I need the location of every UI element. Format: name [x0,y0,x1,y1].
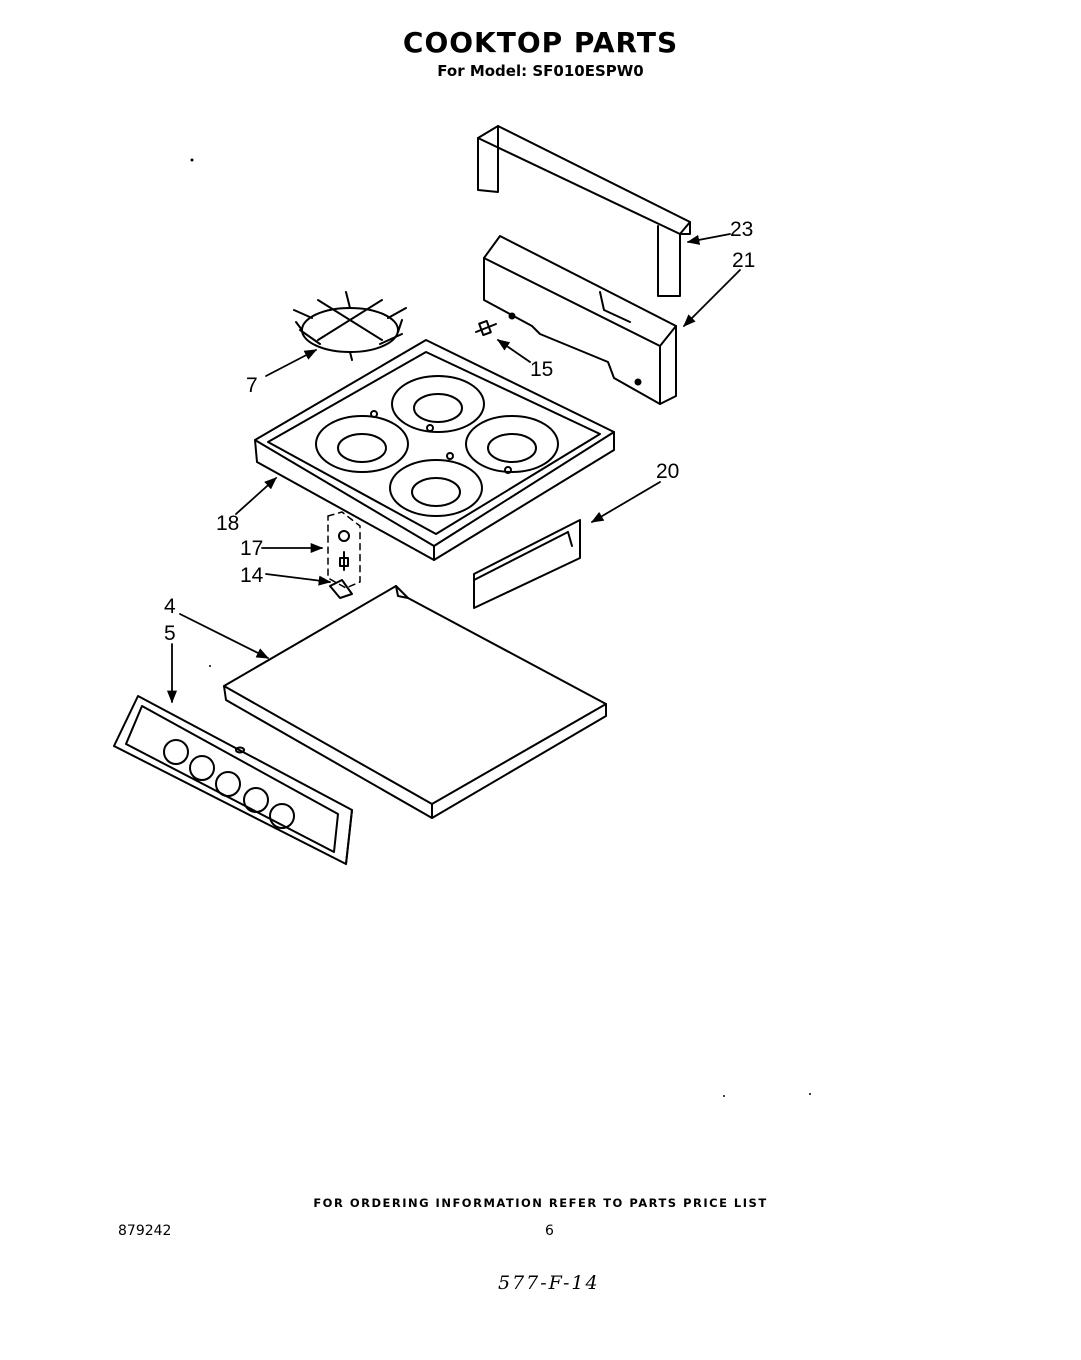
callout-14: 14 [240,564,264,587]
page-number: 6 [545,1223,554,1239]
leader-lines [166,233,741,704]
callout-15: 15 [530,358,553,381]
screw-part [475,319,497,337]
scan-specks [190,158,811,1097]
hinge-assembly [327,511,361,599]
callout-labels: 23 21 15 7 20 18 17 14 4 5 [164,218,755,645]
burner-openings [315,375,559,517]
callout-7: 7 [246,374,258,397]
backguard-part [483,235,677,405]
callout-23: 23 [730,218,753,241]
callout-18: 18 [216,512,239,535]
control-panel-part [113,695,353,865]
callout-20: 20 [656,460,679,483]
model-subtitle: For Model: SF010ESPW0 [437,62,644,80]
handwritten-code: 577-F-14 [498,1272,600,1294]
callout-17: 17 [240,537,263,560]
cooktop-part [254,339,615,561]
callout-5: 5 [164,622,176,645]
document-number: 879242 [118,1223,172,1239]
page-title: COOKTOP PARTS [402,26,679,59]
callout-4: 4 [164,595,176,618]
callout-21: 21 [732,249,755,272]
burner-grate-part [293,291,407,361]
rear-trim-part [477,125,691,297]
panel-part [223,585,607,819]
ordering-info-note: FOR ORDERING INFORMATION REFER TO PARTS … [313,1196,768,1210]
side-trim-part [473,519,581,609]
